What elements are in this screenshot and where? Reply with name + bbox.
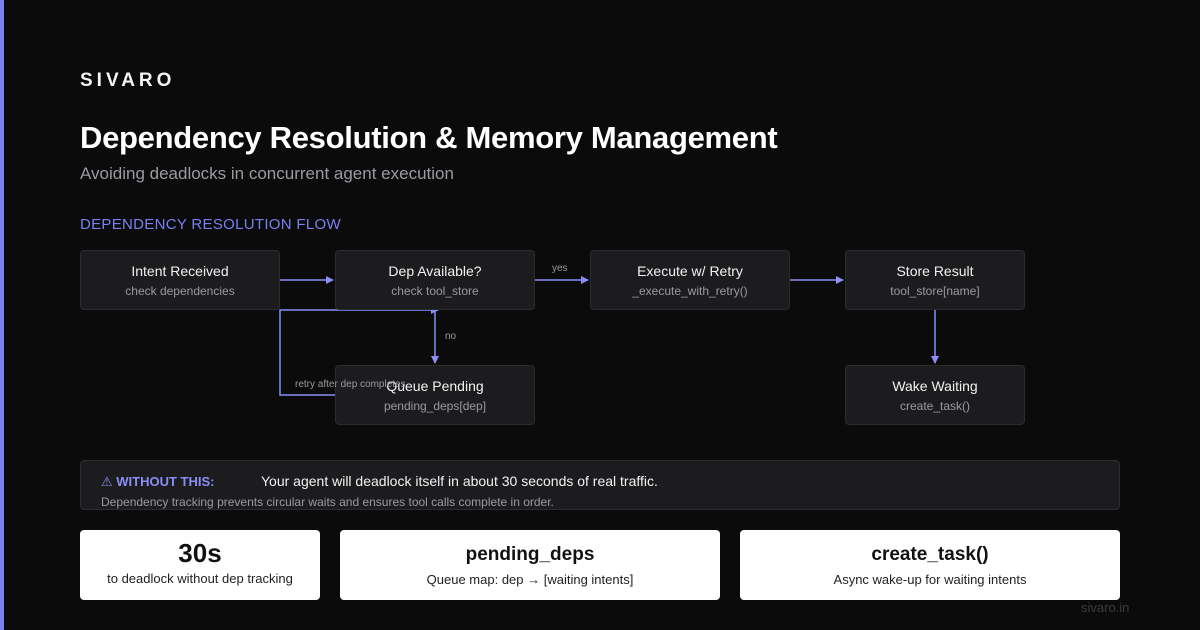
warning-label: ⚠ WITHOUT THIS: (101, 474, 215, 489)
node-wake-waiting: Wake Waiting create_task() (845, 365, 1025, 425)
page-title: Dependency Resolution & Memory Managemen… (80, 120, 778, 155)
stat-description: Async wake-up for waiting intents (833, 571, 1027, 587)
edge-label-yes: yes (552, 263, 568, 274)
warning-callout: ⚠ WITHOUT THIS: Your agent will deadlock… (80, 460, 1120, 510)
node-subtitle: _execute_with_retry() (632, 283, 748, 298)
stat-card-deadlock-time: 30s to deadlock without dep tracking (80, 530, 320, 600)
accent-bar (0, 0, 4, 630)
node-subtitle: pending_deps[dep] (383, 398, 487, 413)
node-subtitle: check dependencies (125, 283, 235, 298)
node-execute-with-retry: Execute w/ Retry _execute_with_retry() (590, 250, 790, 310)
node-dep-available: Dep Available? check tool_store (335, 250, 535, 310)
brand-logo: SIVARO (80, 70, 176, 91)
node-title: Dep Available? (388, 262, 482, 279)
warning-subtext: Dependency tracking prevents circular wa… (101, 495, 554, 509)
node-intent-received: Intent Received check dependencies (80, 250, 280, 310)
stat-value: pending_deps (465, 543, 595, 565)
warning-text: Your agent will deadlock itself in about… (261, 473, 658, 489)
node-subtitle: create_task() (899, 398, 971, 413)
section-label: DEPENDENCY RESOLUTION FLOW (80, 216, 341, 233)
footer-url: sivaro.in (1081, 600, 1130, 615)
stat-value: create_task() (871, 543, 989, 565)
stat-value: 30s (178, 538, 222, 568)
node-title: Intent Received (131, 262, 229, 279)
edge-label-no: no (445, 331, 457, 342)
node-store-result: Store Result tool_store[name] (845, 250, 1025, 310)
stat-card-pending-deps: pending_deps Queue map: dep → [waiting i… (340, 530, 720, 600)
node-subtitle: check tool_store (391, 283, 479, 298)
stat-card-create-task: create_task() Async wake-up for waiting … (740, 530, 1120, 600)
page-subtitle: Avoiding deadlocks in concurrent agent e… (80, 164, 454, 183)
stat-description: to deadlock without dep tracking (107, 571, 293, 586)
node-title: Wake Waiting (892, 377, 978, 394)
node-title: Queue Pending (386, 377, 484, 394)
node-title: Execute w/ Retry (637, 262, 743, 279)
stat-description: Queue map: dep → [waiting intents] (426, 571, 634, 587)
node-subtitle: tool_store[name] (890, 283, 980, 298)
node-title: Store Result (896, 262, 974, 279)
edge-label-retry: retry after dep completes (295, 379, 406, 390)
node-queue-pending: Queue Pending pending_deps[dep] (335, 365, 535, 425)
